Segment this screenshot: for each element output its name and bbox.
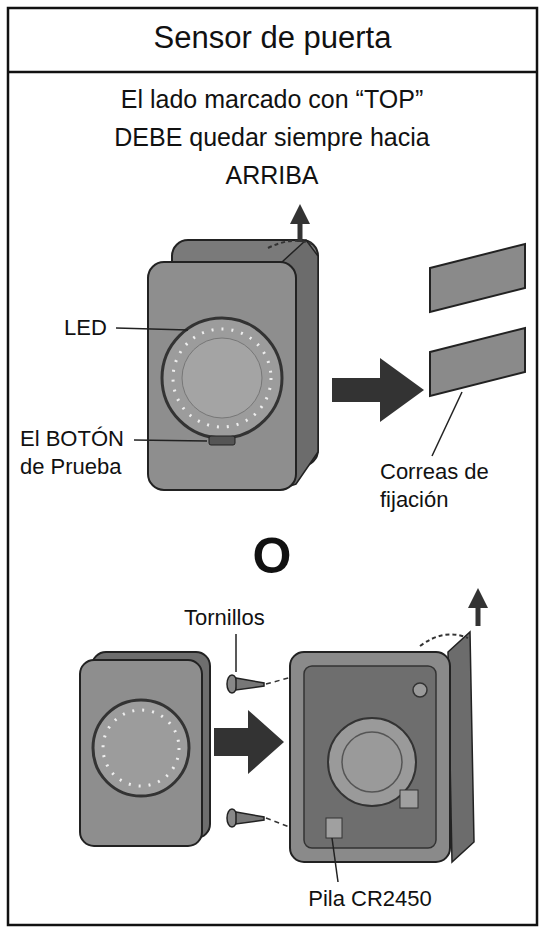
sensor-device	[148, 214, 318, 490]
leader-line	[235, 634, 237, 672]
instruction-note: El lado marcado con “TOP” DEBE quedar si…	[112, 80, 432, 194]
strap	[430, 244, 525, 312]
frame	[8, 8, 537, 925]
leader-line	[432, 392, 462, 456]
leader-line	[116, 328, 188, 330]
title: Sensor de puerta	[8, 12, 537, 64]
leader-line	[332, 838, 338, 882]
part-label: Correas de fijación	[380, 458, 530, 514]
part-label: LED	[64, 314, 107, 342]
part-label: Tornillos	[184, 604, 265, 632]
sensor-housing	[290, 598, 478, 862]
or-separator: O	[222, 526, 322, 586]
strap	[430, 328, 525, 396]
big-arrow	[214, 710, 284, 774]
leader-line	[134, 440, 207, 441]
part-label: El BOTÓN de Prueba	[20, 425, 132, 481]
title-rule	[8, 71, 537, 74]
big-arrow	[332, 358, 424, 422]
front-cover	[80, 652, 210, 846]
part-label: Pila CR2450	[270, 885, 470, 913]
